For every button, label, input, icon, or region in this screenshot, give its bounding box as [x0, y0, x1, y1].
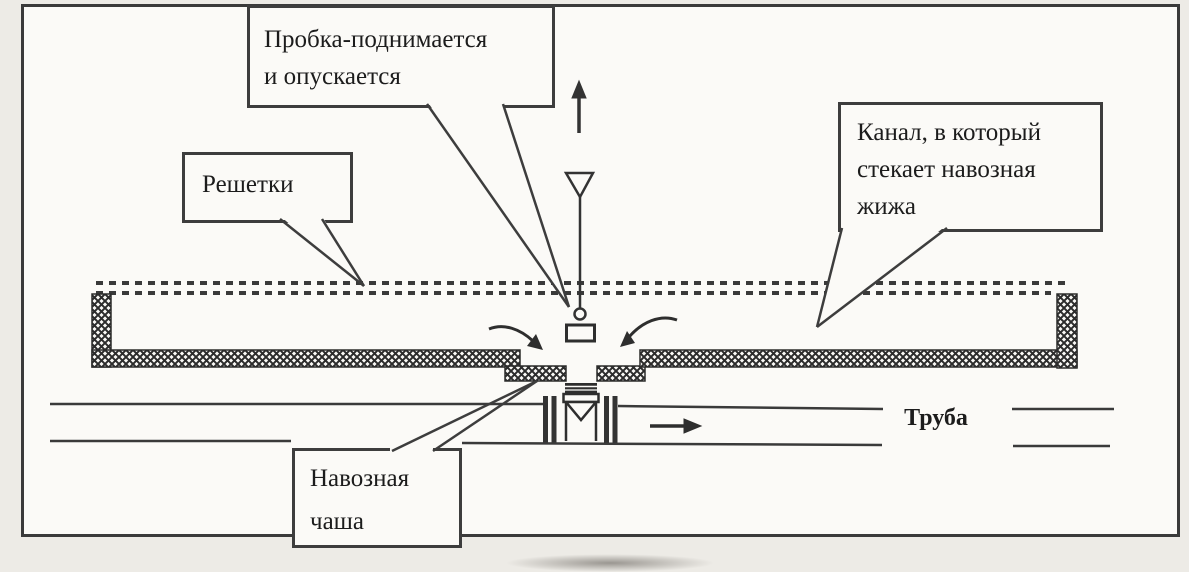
callout-grates-text: Решетки: [202, 171, 294, 198]
callout-plug-text: Пробка-поднимается и опускается: [264, 26, 488, 90]
callout-channel: Канал, в который стекает навозная жижа: [838, 102, 1103, 232]
callout-plug: Пробка-поднимается и опускается: [247, 5, 555, 108]
scan-shadow: [505, 554, 715, 572]
callout-bowl-text: Навозная чаша: [310, 465, 410, 535]
callout-channel-text: Канал, в который стекает навозная жижа: [857, 119, 1041, 220]
callout-grates: Решетки: [182, 152, 353, 223]
pipe-label: Труба: [904, 405, 968, 431]
diagram-frame: [21, 4, 1180, 537]
callout-bowl: Навозная чаша: [292, 448, 462, 548]
